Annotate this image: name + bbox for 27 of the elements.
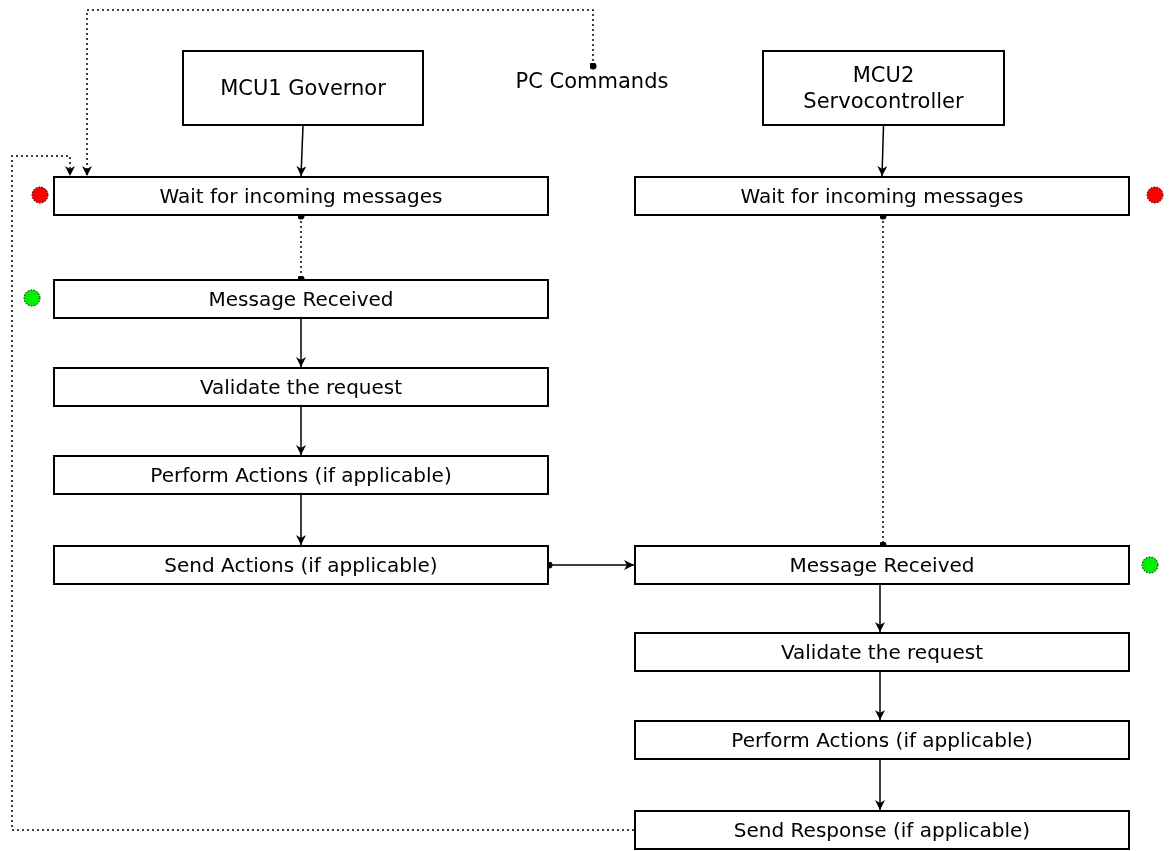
process-box: Message Received — [634, 545, 1130, 585]
arrow — [875, 584, 885, 633]
process-box: Send Response (if applicable) — [634, 810, 1130, 850]
process-box: Message Received — [53, 279, 549, 319]
controller-box: MCU1 Governor — [182, 50, 424, 126]
status-indicator-icon — [31, 186, 49, 204]
arrow — [875, 671, 885, 721]
process-box: Perform Actions (if applicable) — [53, 455, 549, 495]
process-box: Wait for incoming messages — [53, 176, 549, 216]
controller-box: MCU2 Servocontroller — [762, 50, 1005, 126]
process-box: Validate the request — [634, 632, 1130, 672]
status-indicator-icon — [1146, 186, 1164, 204]
process-box: Wait for incoming messages — [634, 176, 1130, 216]
source-label: PC Commands — [498, 66, 686, 96]
process-box: Send Actions (if applicable) — [53, 545, 549, 585]
status-indicator-icon — [23, 289, 41, 307]
dotted-connector — [11, 155, 635, 831]
arrow — [296, 125, 307, 177]
process-box: Validate the request — [53, 367, 549, 407]
arrow — [296, 318, 306, 368]
process-box: Perform Actions (if applicable) — [634, 720, 1130, 760]
dotted-connector — [82, 9, 597, 177]
arrow — [875, 759, 885, 811]
arrow — [877, 125, 888, 177]
status-indicator-icon — [1141, 556, 1159, 574]
arrow — [296, 494, 306, 546]
arrow — [296, 406, 306, 456]
